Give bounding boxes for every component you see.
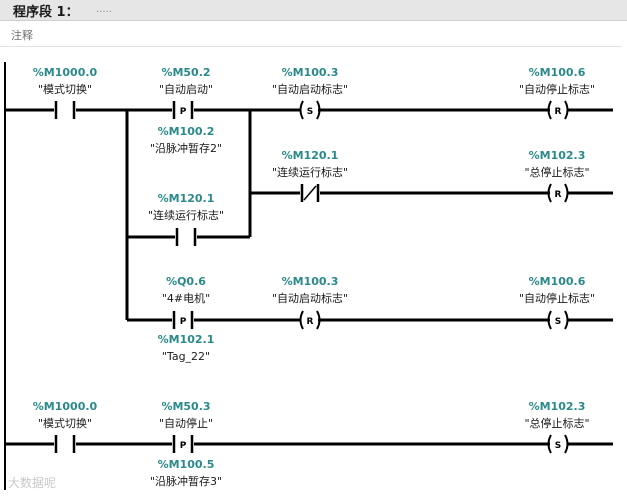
- coil-icon: [547, 183, 569, 203]
- coil-address: %M100.3: [282, 66, 339, 79]
- coil-type-letter: S: [307, 107, 313, 117]
- contact-address: %Q0.6: [166, 275, 206, 288]
- coil-type-letter: R: [307, 317, 314, 327]
- contact-auto-start[interactable]: %M50.2 "自动启动" P %M100.2 "沿脉冲暂存2": [150, 66, 222, 155]
- network-title[interactable]: 程序段 1：: [13, 5, 79, 20]
- coil-address: %M100.3: [282, 275, 339, 288]
- coil-icon: [547, 434, 569, 454]
- contact-nc-icon: [300, 184, 320, 202]
- coil-icon: [299, 310, 321, 330]
- edge-memory-address: %M102.1: [158, 333, 215, 346]
- contact-type-letter: P: [180, 317, 187, 327]
- ladder-wires: [4, 62, 613, 490]
- contact-no-icon: [54, 101, 76, 119]
- contact-motor-4[interactable]: %Q0.6 "4#电机" P %M102.1 "Tag_22": [158, 275, 215, 363]
- edge-memory-symbol: "沿脉冲暂存2": [150, 141, 222, 155]
- contact-symbol: "自动停止": [159, 416, 213, 430]
- network-comment-field[interactable]: 注释: [0, 22, 622, 47]
- contact-no-icon: [175, 228, 197, 246]
- contact-symbol: "模式切换": [38, 416, 92, 430]
- contact-symbol: "自动启动": [159, 83, 213, 96]
- coil-icon: [299, 100, 321, 120]
- coil-icon: [547, 310, 569, 330]
- coil-set-auto-stop-flag[interactable]: %M100.6 "自动停止标志" S: [519, 275, 595, 330]
- coil-address: %M100.6: [529, 275, 586, 288]
- coil-address: %M102.3: [529, 400, 586, 413]
- watermark-logo: 大数据呢: [8, 474, 56, 491]
- coil-address: %M100.6: [529, 66, 586, 79]
- edge-memory-symbol: "Tag_22": [162, 350, 210, 363]
- coil-address: %M102.3: [529, 149, 586, 162]
- coil-type-letter: R: [555, 190, 562, 200]
- coil-type-letter: S: [555, 441, 561, 451]
- coil-set-total-stop-flag[interactable]: %M102.3 "总停止标志" S: [524, 400, 590, 454]
- coil-symbol: "自动停止标志": [519, 291, 595, 305]
- coil-reset-total-stop-flag[interactable]: %M102.3 "总停止标志" R: [524, 149, 590, 203]
- contact-symbol: "4#电机": [162, 291, 210, 305]
- network-title-comment[interactable]: .....: [96, 4, 112, 15]
- coil-symbol: "总停止标志": [524, 416, 589, 430]
- contact-mode-switch[interactable]: %M1000.0 "模式切换": [33, 66, 98, 119]
- coil-reset-auto-stop-flag[interactable]: %M100.6 "自动停止标志" R: [519, 66, 595, 120]
- watermark-text: 大数据呢: [8, 476, 57, 490]
- network-comment-label: 注释: [11, 29, 33, 42]
- contact-no-icon: [54, 435, 76, 453]
- contact-symbol: "连续运行标志": [148, 208, 224, 222]
- contact-address: %M120.1: [158, 192, 215, 205]
- contact-symbol: "连续运行标志": [272, 165, 348, 179]
- contact-continuous-run[interactable]: %M120.1 "连续运行标志": [148, 192, 224, 246]
- coil-symbol: "自动启动标志": [272, 82, 348, 96]
- contact-p-edge-icon: [172, 101, 194, 119]
- contact-address: %M1000.0: [33, 66, 98, 79]
- coil-symbol: "自动启动标志": [272, 291, 348, 305]
- contact-continuous-run-nc[interactable]: %M120.1 "连续运行标志": [272, 149, 348, 202]
- contact-auto-stop[interactable]: %M50.3 "自动停止" P %M100.5 "沿脉冲暂存3": [150, 400, 222, 488]
- contact-address: %M1000.0: [33, 400, 98, 413]
- network-header[interactable]: 程序段 1： .....: [0, 0, 627, 21]
- coil-type-letter: S: [555, 317, 561, 327]
- edge-memory-address: %M100.2: [158, 125, 215, 138]
- coil-set-auto-start-flag[interactable]: %M100.3 "自动启动标志" S: [272, 66, 348, 120]
- contact-mode-switch-2[interactable]: %M1000.0 "模式切换": [33, 400, 98, 453]
- contact-p-edge-icon: [172, 435, 194, 453]
- coil-symbol: "自动停止标志": [519, 82, 595, 96]
- contact-type-letter: P: [180, 107, 187, 117]
- edge-memory-symbol: "沿脉冲暂存3": [150, 474, 222, 488]
- contact-symbol: "模式切换": [38, 82, 92, 96]
- coil-reset-auto-start-flag[interactable]: %M100.3 "自动启动标志" R: [272, 275, 348, 330]
- contact-address: %M50.2: [161, 66, 210, 79]
- contact-address: %M50.3: [161, 400, 210, 413]
- contact-address: %M120.1: [282, 149, 339, 162]
- coil-symbol: "总停止标志": [524, 165, 589, 179]
- edge-memory-address: %M100.5: [158, 458, 215, 471]
- coil-type-letter: R: [555, 107, 562, 117]
- contact-p-edge-icon: [172, 311, 194, 329]
- contact-type-letter: P: [180, 441, 187, 451]
- coil-icon: [547, 100, 569, 120]
